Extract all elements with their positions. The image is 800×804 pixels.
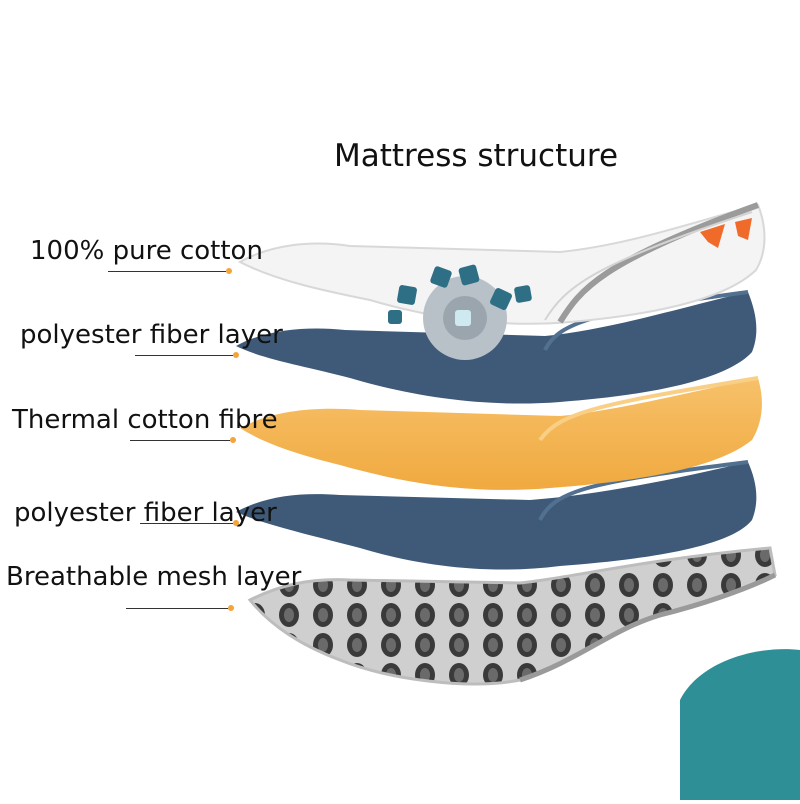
thermal-layer-shape	[240, 378, 762, 490]
leader-line-polyester-top	[135, 355, 233, 356]
leader-dot-polyester-top	[233, 352, 239, 358]
diagram-title: Mattress structure	[334, 138, 619, 174]
leader-dot-polyester-bottom	[233, 520, 239, 526]
polyester-layer-top-shape	[236, 292, 757, 404]
leader-line-cotton	[108, 271, 226, 272]
leader-line-thermal	[130, 440, 230, 441]
leader-line-polyester-bottom	[140, 523, 233, 524]
layer-label-polyester-top: polyester fiber layer	[20, 320, 283, 350]
leader-dot-mesh	[228, 605, 234, 611]
polyester-layer-bottom-shape	[236, 462, 757, 570]
leader-dot-thermal	[230, 437, 236, 443]
leader-line-mesh	[126, 608, 228, 609]
cotton-layer-shape	[237, 203, 766, 325]
layer-label-cotton: 100% pure cotton	[30, 236, 263, 266]
teal-corner-shape	[680, 649, 800, 800]
leader-dot-cotton	[226, 268, 232, 274]
layer-label-thermal: Thermal cotton fibre	[12, 405, 278, 435]
layer-label-mesh: Breathable mesh layer	[6, 562, 302, 592]
